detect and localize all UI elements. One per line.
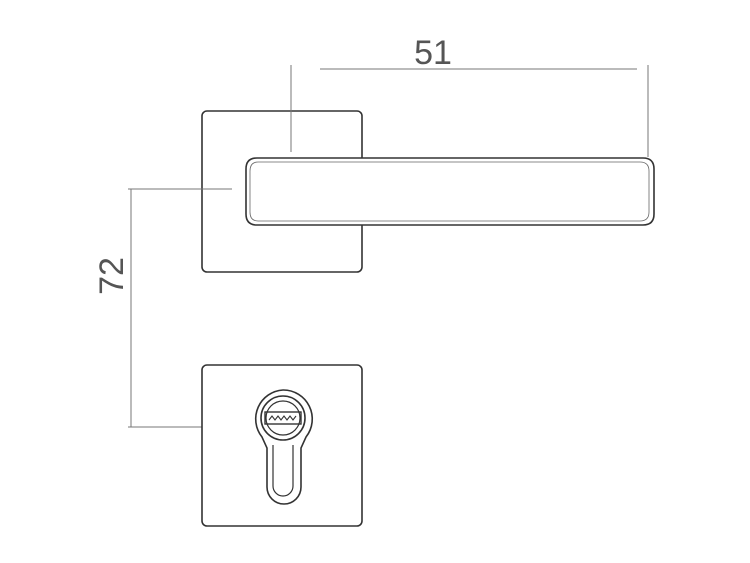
dim-51-label: 51 — [414, 34, 452, 72]
cylinder-lower-slot — [272, 445, 294, 497]
lever-handle — [245, 157, 655, 226]
dim-72-label: 72 — [93, 257, 131, 295]
lever-handle-inner-line — [249, 161, 650, 222]
cylinder-ring — [260, 395, 306, 441]
key-slot — [264, 411, 302, 425]
cylinder-core — [265, 400, 301, 436]
key-teeth-icon — [268, 415, 297, 421]
